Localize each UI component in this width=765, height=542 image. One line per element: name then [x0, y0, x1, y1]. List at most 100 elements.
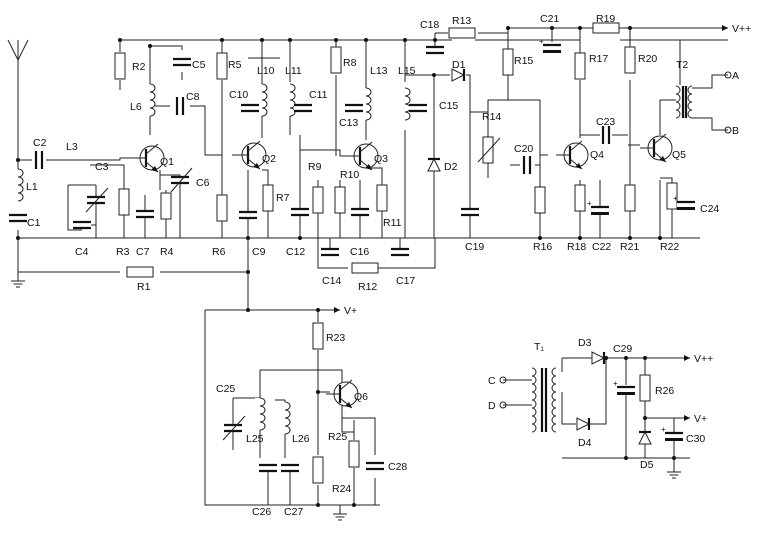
inductor-l1 [12, 168, 24, 202]
ground-icon [666, 465, 682, 479]
label-l13: L13 [370, 65, 388, 77]
variable-capacitor-c6 [169, 167, 193, 193]
label-r25: R25 [328, 431, 347, 443]
label-c10: C10 [229, 89, 248, 101]
label-c28: C28 [388, 461, 407, 473]
resistor-r24 [312, 456, 324, 484]
capacitor-c30 [659, 423, 685, 443]
capacitor-c8 [174, 95, 186, 117]
label-r9: R9 [308, 161, 322, 173]
terminal-d[interactable] [499, 401, 507, 409]
label-out-b: B [732, 125, 739, 137]
resistor-r3 [118, 188, 130, 216]
terminal-b[interactable] [724, 126, 732, 134]
label-c22: C22 [592, 241, 611, 253]
label-r6: R6 [212, 246, 226, 258]
variable-capacitor-c3 [85, 187, 109, 213]
resistor-r7 [262, 184, 274, 212]
label-q4: Q4 [590, 149, 604, 161]
capacitor-c27 [279, 462, 301, 474]
capacitor-c4 [71, 219, 93, 231]
label-c29: C29 [613, 343, 632, 355]
label-c15: C15 [439, 100, 458, 112]
label-r2: R2 [132, 61, 146, 73]
label-c3: C3 [95, 161, 109, 173]
label-c18: C18 [420, 19, 439, 31]
capacitor-c17 [389, 246, 411, 258]
label-r5: R5 [228, 59, 242, 71]
label-c13: C13 [339, 117, 358, 129]
label-d2: D2 [444, 161, 458, 173]
label-r14: R14 [482, 111, 501, 123]
label-q6: Q6 [354, 391, 368, 403]
terminal-a[interactable] [724, 71, 732, 79]
label-c20: C20 [514, 143, 533, 155]
resistor-r16 [534, 186, 546, 214]
capacitor-c13 [343, 102, 365, 114]
label-q1: Q1 [160, 156, 174, 168]
transformer-t1 [520, 367, 557, 433]
ground-icon [332, 507, 348, 521]
label-l15: L15 [398, 65, 416, 77]
label-r7: R7 [276, 192, 290, 204]
label-in-d: D [488, 400, 496, 412]
capacitor-c10 [239, 102, 261, 114]
label-c24: C24 [700, 203, 719, 215]
label-c25: C25 [216, 383, 235, 395]
label-r13: R13 [452, 15, 471, 27]
resistor-r6 [216, 194, 228, 222]
capacitor-c12 [289, 206, 311, 218]
diode-d2 [426, 157, 442, 173]
label-r20: R20 [638, 53, 657, 65]
label-c30: C30 [686, 433, 705, 445]
label-c27: C27 [284, 506, 303, 518]
capacitor-c2 [33, 149, 45, 171]
supply-arrows [334, 25, 728, 421]
label-c17: C17 [396, 275, 415, 287]
resistor-r25 [348, 440, 360, 468]
capacitor-c19 [459, 206, 481, 218]
label-c21: C21 [540, 13, 559, 25]
label-c19: C19 [465, 241, 484, 253]
resistor-r10 [334, 186, 346, 214]
label-l1: L1 [26, 181, 38, 193]
label-r4: R4 [160, 246, 174, 258]
label-r17: R17 [589, 53, 608, 65]
resistor-r13 [448, 27, 476, 39]
label-vp-osc: V+ [344, 305, 357, 317]
label-c16: C16 [350, 246, 369, 258]
capacitor-c1 [7, 212, 29, 224]
inductor-l11 [284, 83, 296, 117]
capacitor-c16 [349, 206, 371, 218]
transistor-q5 [638, 132, 674, 164]
ground-icon [10, 274, 26, 288]
label-d1: D1 [452, 59, 466, 71]
label-r24: R24 [332, 483, 351, 495]
resistor-r15 [502, 48, 514, 76]
capacitor-c5 [171, 56, 193, 68]
label-r12: R12 [358, 281, 377, 293]
resistor-r26 [639, 374, 651, 402]
label-q3: Q3 [374, 153, 388, 165]
capacitor-c15 [407, 102, 429, 114]
label-l25: L25 [246, 433, 264, 445]
label-l6: L6 [130, 101, 142, 113]
transistor-q4 [554, 139, 590, 171]
resistor-r17 [574, 52, 586, 80]
terminal-c[interactable] [499, 376, 507, 384]
label-r8: R8 [343, 57, 357, 69]
label-c2: C2 [33, 137, 47, 149]
capacitor-c29 [611, 377, 637, 397]
resistor-r8 [330, 46, 342, 74]
label-r15: R15 [514, 55, 533, 67]
capacitor-c23 [600, 124, 612, 146]
potentiometer-r14 [477, 136, 501, 164]
label-c1: C1 [27, 217, 41, 229]
label-l3: L3 [66, 141, 78, 153]
label-in-c: C [488, 375, 496, 387]
capacitor-c9 [237, 209, 259, 221]
label-out-a: A [732, 70, 739, 82]
label-c9: C9 [252, 246, 266, 258]
component-labels: V++ A B V+ V++ V+ C D R1 R2 R3 R4 R5 R6 … [26, 13, 751, 518]
